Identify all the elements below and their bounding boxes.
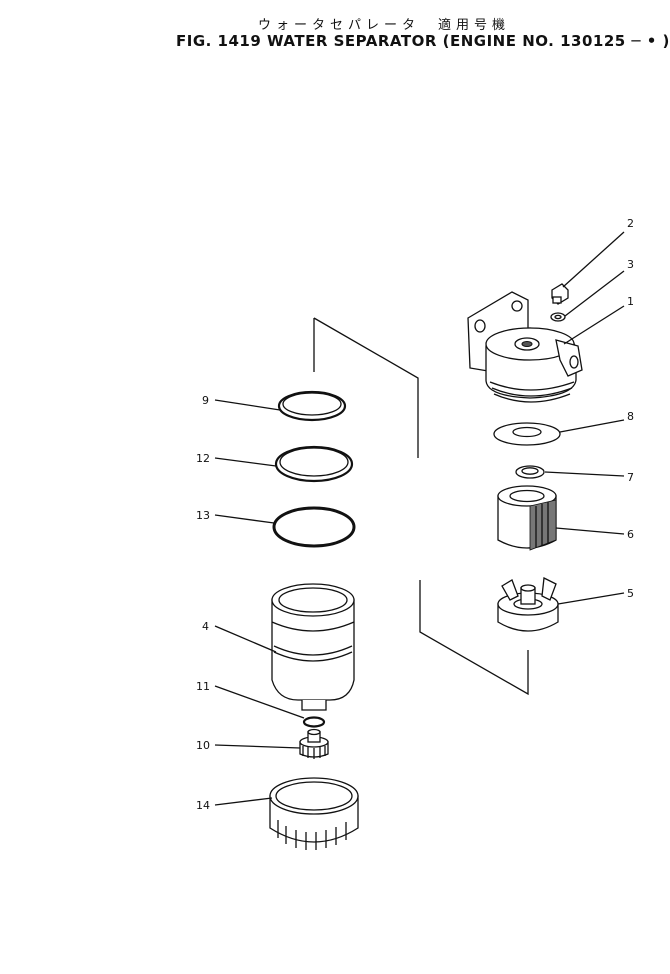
part-separator-head	[467, 291, 583, 403]
part-o-ring	[274, 445, 354, 483]
figure-title: FIG. 1419 WATER SEPARATOR (ENGINE NO. 13…	[176, 32, 670, 50]
figure-title-japanese: ウォータセパレータ 適用号機	[258, 18, 511, 33]
callout-14: 14	[196, 799, 210, 812]
part-filter-element	[497, 485, 557, 551]
part-small-ring	[515, 465, 545, 479]
callout-10: 10	[196, 739, 210, 752]
callout-5: 5	[627, 587, 634, 600]
part-bowl	[271, 583, 355, 711]
callout-3: 3	[627, 258, 634, 271]
callout-7: 7	[627, 471, 634, 484]
part-o-ring-thick	[272, 506, 356, 548]
leader-lines	[214, 231, 625, 806]
part-drain-plug	[299, 728, 329, 759]
callout-13: 13	[196, 509, 210, 522]
part-plug-bolt	[551, 283, 569, 305]
part-small-o-ring	[302, 716, 326, 728]
callout-1: 1	[627, 295, 634, 308]
callout-8: 8	[627, 410, 634, 423]
callout-4: 4	[202, 620, 209, 633]
assembly-guide-line-left	[313, 317, 419, 458]
callout-9: 9	[202, 394, 209, 407]
callout-12: 12	[196, 452, 210, 465]
callout-11: 11	[196, 680, 210, 693]
assembly-guide-line-right	[419, 580, 529, 696]
callout-2: 2	[627, 217, 634, 230]
part-washer	[550, 312, 566, 322]
part-gasket-disk	[493, 422, 561, 446]
callout-6: 6	[627, 528, 634, 541]
part-ring-nut	[269, 777, 359, 850]
part-bottom-flange	[497, 577, 559, 632]
part-o-ring-large	[277, 390, 347, 422]
